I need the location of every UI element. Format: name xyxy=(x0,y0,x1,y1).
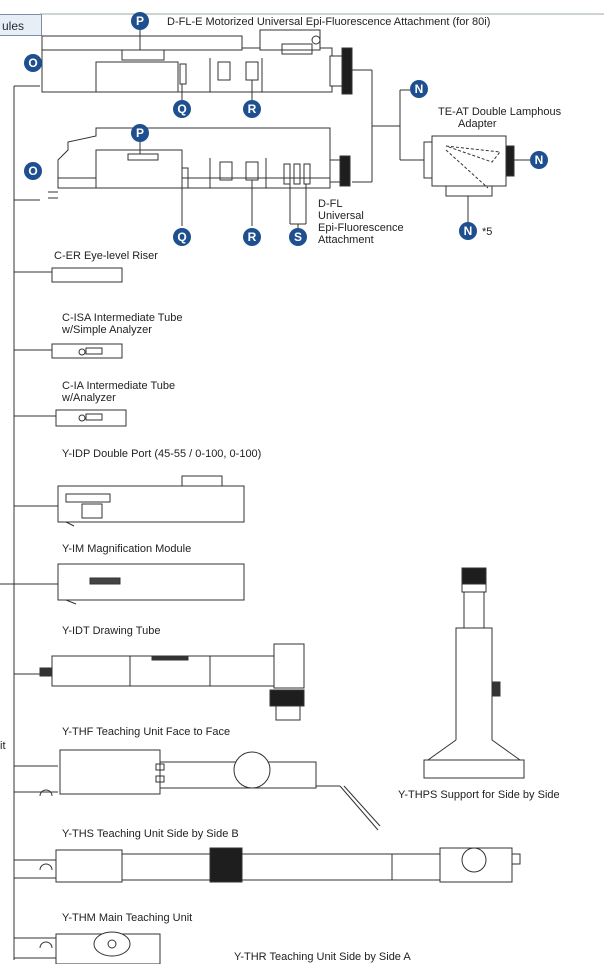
callout-r-mid: R xyxy=(243,228,261,246)
callout-n-right: N xyxy=(530,151,548,169)
yidp-unit xyxy=(57,475,245,527)
dfle-unit xyxy=(41,29,353,95)
callout-p-top: P xyxy=(131,12,149,30)
label-yidp: Y-IDP Double Port (45-55 / 0-100, 0-100) xyxy=(62,448,262,460)
callout-q-mid: Q xyxy=(173,228,191,246)
cross-loop-2 xyxy=(39,863,53,871)
cross-loop-1 xyxy=(39,789,53,797)
yths-unit xyxy=(55,847,521,883)
ythps-support xyxy=(423,567,525,779)
callout-p-mid: P xyxy=(131,124,149,142)
cia-unit xyxy=(55,409,127,427)
label-dfl-3: Epi-Fluorescence xyxy=(318,222,404,234)
cross-loop-3 xyxy=(39,941,53,949)
label-dfl-2: Universal xyxy=(318,210,364,222)
footnote-mark: *5 xyxy=(482,226,493,238)
label-cia-1: C-IA Intermediate Tube xyxy=(62,380,176,392)
label-cia-2: w/Analyzer xyxy=(62,392,116,404)
dfl-unit xyxy=(48,127,351,199)
label-yths: Y-THS Teaching Unit Side by Side B xyxy=(62,828,239,840)
label-ythm: Y-THM Main Teaching Unit xyxy=(62,912,193,924)
label-dfl-1: D-FL xyxy=(318,198,343,210)
label-cisa-1: C-ISA Intermediate Tube xyxy=(62,312,183,324)
label-dfle: D-FL-E Motorized Universal Epi-Fluoresce… xyxy=(167,16,491,28)
callout-n-bottom: N xyxy=(459,222,477,240)
section-tab[interactable]: ules xyxy=(0,14,42,36)
ythm-unit xyxy=(55,931,161,964)
label-cut-left: it xyxy=(0,740,6,752)
label-teat-2: Adapter xyxy=(458,118,497,130)
label-teat-1: TE-AT Double Lamphous xyxy=(438,106,562,118)
yim-unit xyxy=(57,563,245,605)
label-dfl-4: Attachment xyxy=(318,234,374,246)
cisa-unit xyxy=(51,343,123,359)
callout-o-mid: O xyxy=(24,162,42,180)
callout-q-top: Q xyxy=(173,100,191,118)
ythf-unit xyxy=(59,749,381,831)
label-ythr: Y-THR Teaching Unit Side by Side A xyxy=(234,951,411,963)
label-ythps: Y-THPS Support for Side by Side xyxy=(398,789,560,801)
cer-unit xyxy=(51,267,123,283)
label-yim: Y-IM Magnification Module xyxy=(62,543,192,555)
callout-o-top: O xyxy=(24,54,42,72)
label-yidt: Y-IDT Drawing Tube xyxy=(62,625,161,637)
callout-n-top: N xyxy=(410,80,428,98)
yidt-unit xyxy=(39,643,305,721)
label-cisa-2: w/Simple Analyzer xyxy=(62,324,152,336)
callout-r-top: R xyxy=(243,100,261,118)
teat-adapter xyxy=(423,135,530,222)
label-cer: C-ER Eye-level Riser xyxy=(54,250,158,262)
callout-s: S xyxy=(289,228,307,246)
label-ythf: Y-THF Teaching Unit Face to Face xyxy=(62,726,231,738)
